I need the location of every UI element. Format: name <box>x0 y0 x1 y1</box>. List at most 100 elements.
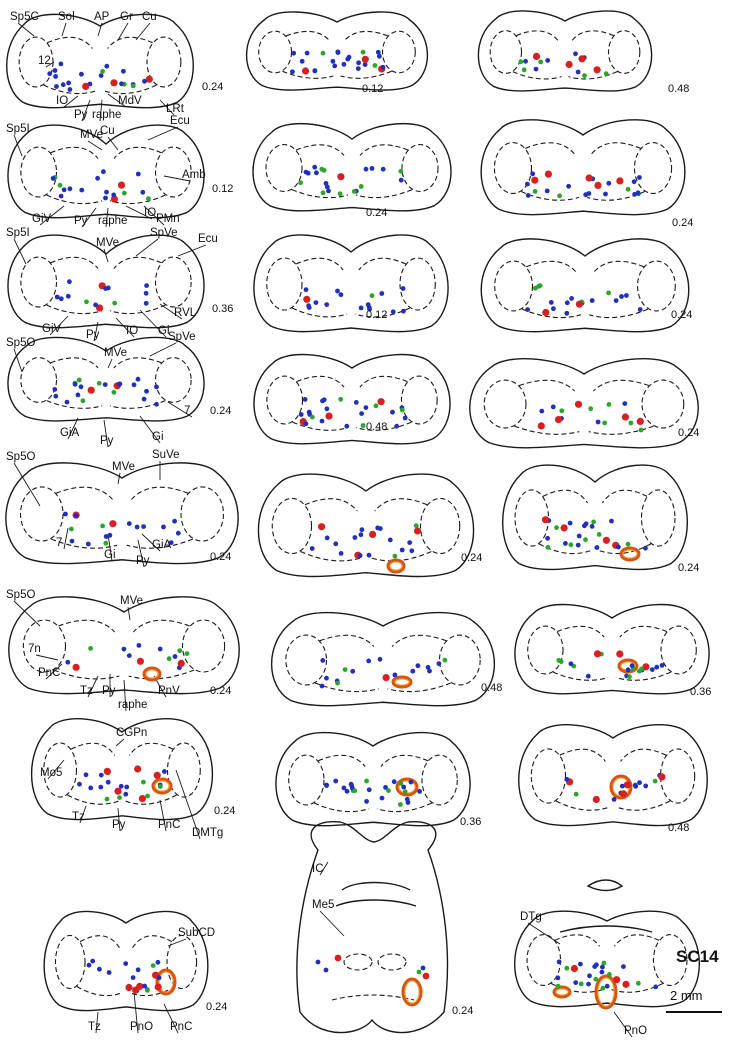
nucleus-outline <box>109 304 166 315</box>
red-neuron-dot <box>337 173 345 181</box>
blue-neuron-dot <box>130 975 136 980</box>
blue-neuron-dot <box>299 58 305 64</box>
injection-site-inner <box>622 549 638 559</box>
green-neuron-dot <box>369 293 375 299</box>
leader-line <box>133 991 139 1034</box>
blue-neuron-dot <box>369 166 375 171</box>
blue-neuron-dot <box>324 675 329 681</box>
blue-neuron-dot <box>589 298 595 303</box>
nucleus-outline <box>358 257 407 271</box>
injection-site-inner <box>404 980 420 1004</box>
green-neuron-dot <box>145 793 151 799</box>
green-neuron-dot <box>338 396 344 402</box>
region-label: Mo5 <box>40 767 62 779</box>
red-neuron-dot <box>145 75 153 83</box>
blue-neuron-dot <box>104 63 110 69</box>
region-label: Amb <box>182 169 206 181</box>
nucleus-outline <box>146 36 182 88</box>
red-neuron-dot <box>87 386 95 394</box>
green-neuron-dot <box>84 299 89 305</box>
leader-line <box>95 1011 99 1034</box>
nucleus-outline <box>285 30 331 42</box>
blue-neuron-dot <box>141 524 147 529</box>
leader-line <box>135 22 151 41</box>
nucleus-outline <box>54 934 86 990</box>
nucleus-outline <box>370 550 432 562</box>
nucleus-outline <box>641 379 685 429</box>
spacing-value: 0.24 <box>210 685 231 697</box>
blue-neuron-dot <box>58 193 64 199</box>
nucleus-outline <box>355 421 412 431</box>
green-neuron-dot <box>607 972 612 977</box>
neurons-r4c1 <box>52 376 159 407</box>
leader-line <box>137 539 145 568</box>
nucleus-outline <box>530 748 567 804</box>
nucleus-outline <box>521 308 581 319</box>
leader-line <box>107 358 113 369</box>
blue-neuron-dot <box>589 524 595 529</box>
region-label: Sp5O <box>6 589 35 601</box>
blue-neuron-dot <box>551 306 556 312</box>
blue-neuron-dot <box>142 983 148 989</box>
blue-neuron-dot <box>90 958 96 964</box>
blue-neuron-dot <box>161 524 166 530</box>
red-neuron-dot <box>532 52 541 61</box>
green-neuron-dot <box>559 408 565 414</box>
blue-neuron-dot <box>599 969 605 975</box>
nucleus-outline <box>620 748 667 762</box>
region-label: IC <box>312 863 324 875</box>
blue-neuron-dot <box>335 288 340 294</box>
blue-neuron-dot <box>366 787 372 793</box>
blue-neuron-dot <box>563 541 568 546</box>
injection-site <box>594 974 618 1010</box>
nuclei-r6c1 <box>22 619 226 680</box>
nucleus-outline <box>180 486 225 542</box>
blue-neuron-dot <box>58 61 64 67</box>
nucleus-outline <box>126 538 194 549</box>
green-neuron-dot <box>625 541 631 547</box>
red-neuron-dot <box>622 980 630 988</box>
region-label: PnC <box>38 667 60 679</box>
spacing-value: 0.12 <box>366 309 387 321</box>
blue-neuron-dot <box>606 180 612 186</box>
green-neuron-dot <box>150 963 156 968</box>
blue-neuron-dot <box>575 69 581 75</box>
blue-neuron-dot <box>582 523 587 529</box>
injection-site-inner <box>145 669 159 679</box>
red-neuron-dot <box>636 417 644 425</box>
injection-site <box>401 977 423 1007</box>
green-neuron-dot <box>557 193 562 199</box>
nucleus-outline <box>43 84 97 95</box>
blue-neuron-dot <box>341 785 347 791</box>
midbrain-outline <box>296 821 449 1034</box>
leader-line <box>97 22 103 37</box>
blue-neuron-dot <box>121 646 127 652</box>
blue-neuron-dot <box>578 961 583 967</box>
spacing-value: 0.24 <box>366 207 387 219</box>
nucleus-outline <box>181 619 226 673</box>
neurons-r4c3 <box>537 400 644 433</box>
blue-neuron-dot <box>625 667 631 673</box>
leader-line <box>79 805 87 824</box>
region-label: Py <box>100 435 114 447</box>
region-label: Me5 <box>312 899 334 911</box>
nucleus-outline <box>46 304 103 315</box>
green-neuron-dot <box>386 788 391 793</box>
red-neuron-dot <box>302 67 310 75</box>
nucleus-outline <box>50 357 99 369</box>
blue-neuron-dot <box>355 66 361 71</box>
blue-neuron-dot <box>367 306 372 312</box>
section-outline-r4c3 <box>469 357 699 449</box>
nucleus-outline <box>18 36 54 88</box>
region-label: Ecu <box>198 233 218 245</box>
leader-line <box>49 315 69 336</box>
leader-line <box>127 606 131 621</box>
green-neuron-dot <box>373 403 379 409</box>
blue-neuron-dot <box>64 399 70 405</box>
blue-neuron-dot <box>622 401 628 406</box>
blue-neuron-dot <box>134 524 140 530</box>
leader-line <box>123 679 127 712</box>
nuclei-r4c3 <box>483 379 685 435</box>
region-label: Cu <box>142 11 157 23</box>
